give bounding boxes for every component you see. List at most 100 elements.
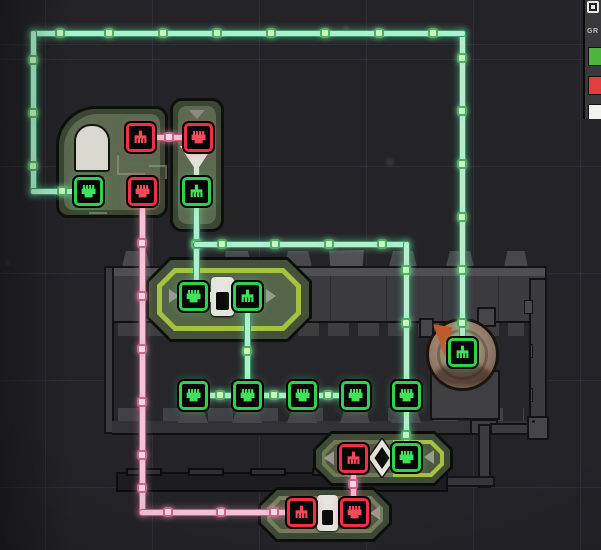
gate-flow-arrow (169, 289, 179, 303)
wire-junction-dot (137, 291, 147, 301)
wire-junction-dot (270, 239, 280, 249)
wire-junction-dot (401, 430, 411, 440)
wire-junction-dot (457, 318, 467, 328)
filter-symbol-tab (313, 508, 318, 517)
automation-overlay-icon[interactable] (587, 1, 599, 13)
platform-lip (106, 268, 545, 276)
buffer-gate-input-port[interactable] (178, 281, 208, 311)
wire-junction-dot (401, 318, 411, 328)
socket-icon (348, 388, 363, 401)
gate-flow-arrow (324, 451, 334, 465)
socket-icon (186, 388, 201, 401)
wire-junction-dot (28, 108, 38, 118)
ledge-bump (188, 468, 224, 476)
buffer-gate-symbol-icon (211, 277, 234, 316)
wire-junction-dot (457, 106, 467, 116)
fork-icon (190, 184, 202, 197)
sensor-shadow (435, 364, 491, 386)
fork-icon (134, 130, 146, 143)
wire-junction-dot (28, 161, 38, 171)
socket-icon (186, 289, 201, 302)
bunker-tooth (504, 251, 528, 267)
wire-junction-dot (137, 450, 147, 460)
wire-junction-dot (428, 28, 438, 38)
wire-junction-dot (324, 239, 334, 249)
socket-icon (399, 388, 414, 401)
memory-toggle-input-b-port[interactable] (127, 176, 157, 206)
port-pedestal (340, 408, 370, 423)
fork-icon (456, 345, 468, 358)
overlay-legend-panel: GR (583, 0, 601, 119)
wire-junction-dot (137, 397, 147, 407)
circuit-trace (89, 207, 107, 214)
filter-gate-input-port[interactable] (339, 497, 369, 527)
wire-junction-dot (57, 186, 67, 196)
wire-junction-dot (377, 239, 387, 249)
port-pedestal (287, 408, 317, 423)
ledge-bump (250, 468, 286, 476)
wire-junction-dot (457, 265, 467, 275)
wire-junction-dot (137, 483, 147, 493)
door-row-port-2-port[interactable] (232, 380, 262, 410)
door-row-port-3-port[interactable] (287, 380, 317, 410)
socket-icon (135, 184, 150, 197)
wire-junction-dot (137, 344, 147, 354)
buffer-symbol-tab (207, 292, 212, 302)
fork-icon (241, 289, 253, 302)
inverter-gate-input-port[interactable] (391, 442, 421, 472)
not-gate-input-port[interactable] (183, 122, 213, 152)
scaffold-strut (478, 424, 491, 488)
circuit-trace (117, 155, 145, 175)
gate-flow-arrow (266, 289, 276, 303)
filter-gate-output-port[interactable] (286, 497, 316, 527)
door-row-port-5-port[interactable] (391, 380, 421, 410)
wire-junction-dot (457, 159, 467, 169)
door-row-port-4-port[interactable] (340, 380, 370, 410)
no-signal-swatch (588, 104, 601, 119)
wire-junction-dot (216, 507, 226, 517)
wire-junction-dot (137, 238, 147, 248)
wire-junction-dot (104, 28, 114, 38)
legend-title: GR (587, 28, 599, 35)
scaffold-rivet (532, 420, 535, 423)
not-gate-output-port[interactable] (181, 176, 211, 206)
wire-junction-dot (401, 265, 411, 275)
red-signal-swatch (588, 76, 601, 95)
memory-toggle-dome (74, 124, 110, 172)
socket-icon (240, 388, 255, 401)
wire-junction-dot (242, 346, 252, 356)
socket-icon (399, 450, 414, 463)
buffer-gate-output-port[interactable] (232, 281, 262, 311)
gate-flow-arrow (424, 450, 434, 464)
dust-speck (386, 158, 394, 166)
sensor-output-port[interactable] (447, 337, 477, 367)
wire-junction-dot (28, 55, 38, 65)
dust-speck (343, 26, 349, 32)
wire-junction-dot (217, 239, 227, 249)
wire-junction-dot (55, 28, 65, 38)
memory-toggle-output-port[interactable] (125, 122, 155, 152)
wire-junction-dot (457, 212, 467, 222)
wire-junction-dot (269, 507, 279, 517)
wire-junction-dot (212, 28, 222, 38)
wire-junction-dot (374, 28, 384, 38)
inverter-gate-output-port[interactable] (338, 443, 368, 473)
fork-icon (347, 451, 359, 464)
recess-teeth-bottom (118, 408, 524, 421)
circuit-trace (149, 165, 167, 179)
fork-icon (295, 505, 307, 518)
wire-junction-dot (320, 28, 330, 38)
filter-gate-symbol-icon (317, 495, 338, 531)
wire-junction-dot (164, 132, 174, 142)
wall-nub (524, 300, 533, 314)
memory-toggle-input-a-port[interactable] (73, 176, 103, 206)
sensor-bracket-left (419, 318, 434, 338)
port-pedestal (178, 408, 208, 423)
gate-flow-arrow (370, 506, 380, 520)
door-row-port-1-port[interactable] (178, 380, 208, 410)
inverter-gate-symbol-icon (368, 438, 396, 478)
socket-icon (295, 388, 310, 401)
port-pedestal (232, 408, 262, 423)
